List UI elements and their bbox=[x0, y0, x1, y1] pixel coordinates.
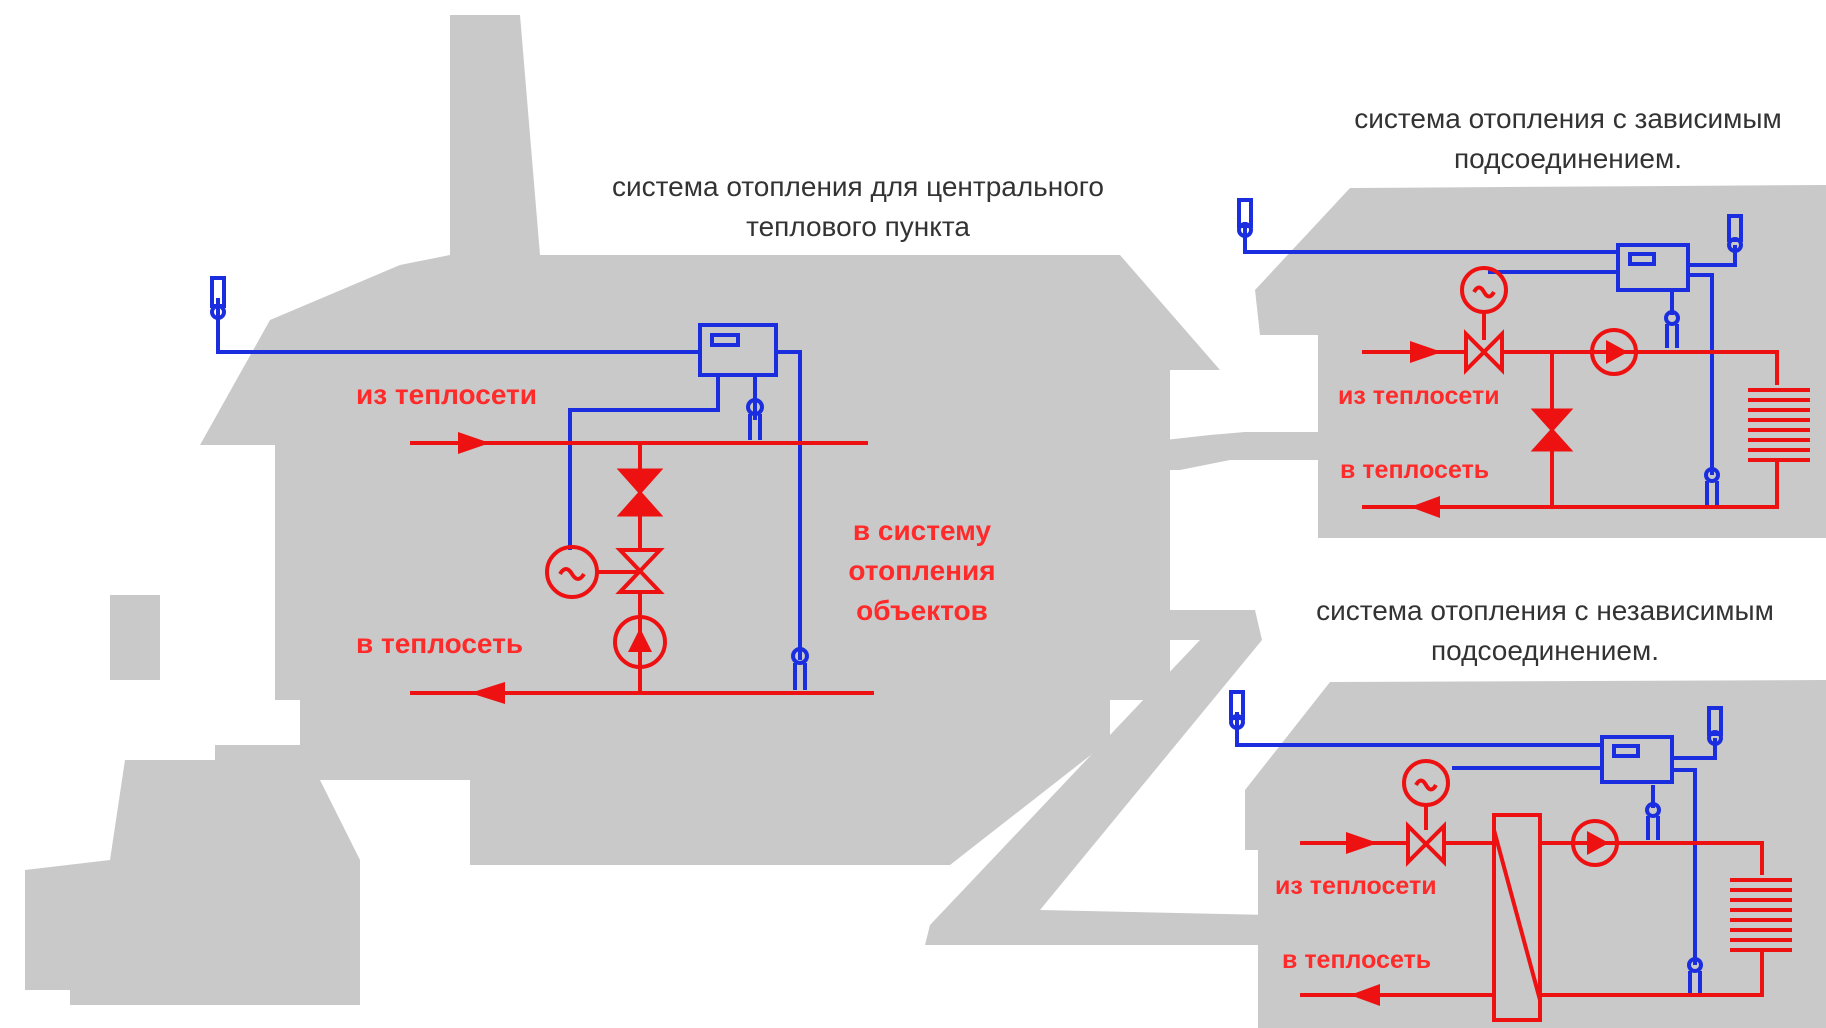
actuator-motor-icon bbox=[1402, 759, 1450, 807]
central-caption-line2: теплового пункта bbox=[746, 211, 970, 242]
temperature-sensor-icon bbox=[1727, 214, 1743, 253]
temperature-sensor-icon bbox=[1237, 198, 1253, 238]
central-to-objects-line1: в систему bbox=[853, 515, 992, 546]
independent-caption-line2: подсоединением. bbox=[1431, 635, 1659, 666]
temperature-sensor-icon bbox=[1664, 310, 1680, 348]
radiator-icon bbox=[1730, 875, 1792, 952]
temperature-sensor-icon bbox=[1687, 957, 1703, 995]
temperature-sensor-icon bbox=[791, 647, 809, 690]
central-to-network-label: в теплосеть bbox=[356, 628, 523, 659]
actuator-motor-icon bbox=[545, 545, 599, 599]
supply-arrow bbox=[458, 432, 490, 454]
temperature-sensor-icon bbox=[1229, 690, 1245, 730]
pump-icon bbox=[1571, 819, 1619, 867]
temperature-sensor-icon bbox=[210, 276, 226, 320]
controller-icon bbox=[698, 323, 778, 377]
independent-to-network-label: в теплосеть bbox=[1282, 946, 1431, 974]
central-to-objects-line2: отопления bbox=[848, 555, 995, 586]
controller-display-icon bbox=[710, 333, 740, 347]
radiator-icon bbox=[1748, 385, 1810, 462]
corridor-lower bbox=[925, 610, 1270, 945]
pump-icon bbox=[1590, 328, 1638, 376]
corridor-upper bbox=[1165, 432, 1330, 470]
pump-icon bbox=[613, 615, 667, 669]
valve-icon bbox=[1530, 408, 1574, 452]
dependent-caption-line1: система отопления с зависимым bbox=[1354, 103, 1781, 134]
valve-icon bbox=[1406, 821, 1446, 867]
central-scheme: из теплосети в теплосеть в систему отопл… bbox=[210, 276, 996, 704]
controller-icon bbox=[1600, 735, 1674, 784]
valve-icon bbox=[1464, 329, 1504, 375]
side-building bbox=[110, 595, 160, 680]
temperature-sensor-icon bbox=[1645, 802, 1661, 840]
independent-building bbox=[1245, 680, 1826, 1028]
independent-scheme: из теплосети в теплосеть bbox=[1229, 690, 1792, 1022]
independent-from-network-label: из теплосети bbox=[1275, 872, 1437, 900]
valve-icon bbox=[616, 468, 664, 517]
dependent-from-network-label: из теплосети bbox=[1338, 382, 1500, 410]
central-to-objects-line3: объектов bbox=[856, 595, 988, 626]
dependent-caption-line2: подсоединением. bbox=[1454, 143, 1682, 174]
controller-icon bbox=[1616, 243, 1690, 292]
actuator-motor-icon bbox=[1460, 266, 1508, 314]
temperature-sensor-icon bbox=[1704, 467, 1720, 505]
heat-exchanger-icon bbox=[1492, 813, 1542, 1022]
return-arrow bbox=[470, 682, 505, 704]
dependent-building bbox=[1255, 185, 1826, 538]
temperature-sensor-icon bbox=[746, 398, 764, 440]
independent-caption-line1: система отопления с независимым bbox=[1316, 595, 1774, 626]
central-from-network-label: из теплосети bbox=[356, 379, 537, 410]
dependent-to-network-label: в теплосеть bbox=[1340, 456, 1489, 484]
dependent-scheme: из теплосети в теплосеть bbox=[1237, 198, 1810, 518]
central-caption-line1: система отопления для центрального bbox=[612, 171, 1104, 202]
temperature-sensor-icon bbox=[1707, 706, 1723, 746]
